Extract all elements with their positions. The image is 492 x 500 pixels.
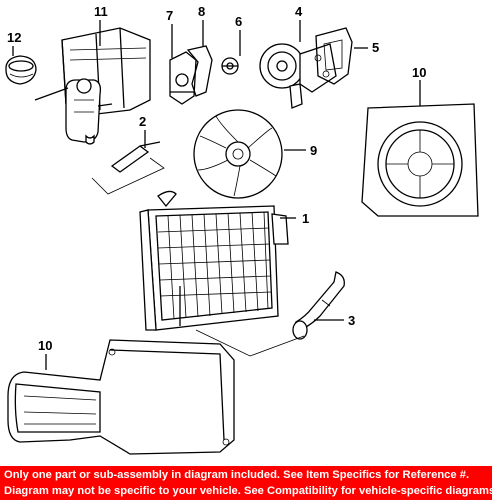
leader-11-a — [34, 87, 69, 101]
gasket-part-8 — [186, 45, 213, 97]
radiator-part-1 — [139, 190, 289, 331]
cap-part-12 — [5, 55, 37, 85]
callout-1: 1 — [302, 211, 309, 226]
thermostat-housing-part-7 — [169, 51, 197, 105]
callout-5: 5 — [372, 40, 379, 55]
disclaimer-banner: Only one part or sub-assembly in diagram… — [0, 466, 492, 500]
callout-9: 9 — [310, 143, 317, 158]
callout-6: 6 — [235, 14, 242, 29]
expansion-tank-part-11 — [61, 27, 151, 145]
callout-2: 2 — [139, 114, 146, 129]
disclaimer-line-2: Diagram may not be specific to your vehi… — [4, 485, 492, 497]
callout-7: 7 — [166, 8, 173, 23]
callout-12: 12 — [7, 30, 21, 45]
parts-diagram: 12 11 7 8 6 — [5, 4, 479, 455]
callout-10-lower: 10 — [38, 338, 52, 353]
callout-8: 8 — [198, 4, 205, 19]
callout-11: 11 — [94, 4, 108, 19]
pump-gasket-part-5 — [315, 27, 353, 85]
fan-shroud-part-10-upper — [361, 103, 479, 217]
cooling-fan-part-9 — [193, 109, 283, 199]
callout-10-upper: 10 — [412, 65, 426, 80]
hose-connector-line — [195, 329, 305, 357]
disclaimer-line-1: Only one part or sub-assembly in diagram… — [4, 469, 470, 481]
tube-part-2 — [91, 141, 165, 195]
callout-4: 4 — [295, 4, 303, 19]
thermostat-part-6 — [221, 57, 239, 75]
air-duct-part-10-lower — [7, 339, 235, 455]
callout-3: 3 — [348, 313, 355, 328]
lower-hose-part-3 — [292, 271, 345, 340]
